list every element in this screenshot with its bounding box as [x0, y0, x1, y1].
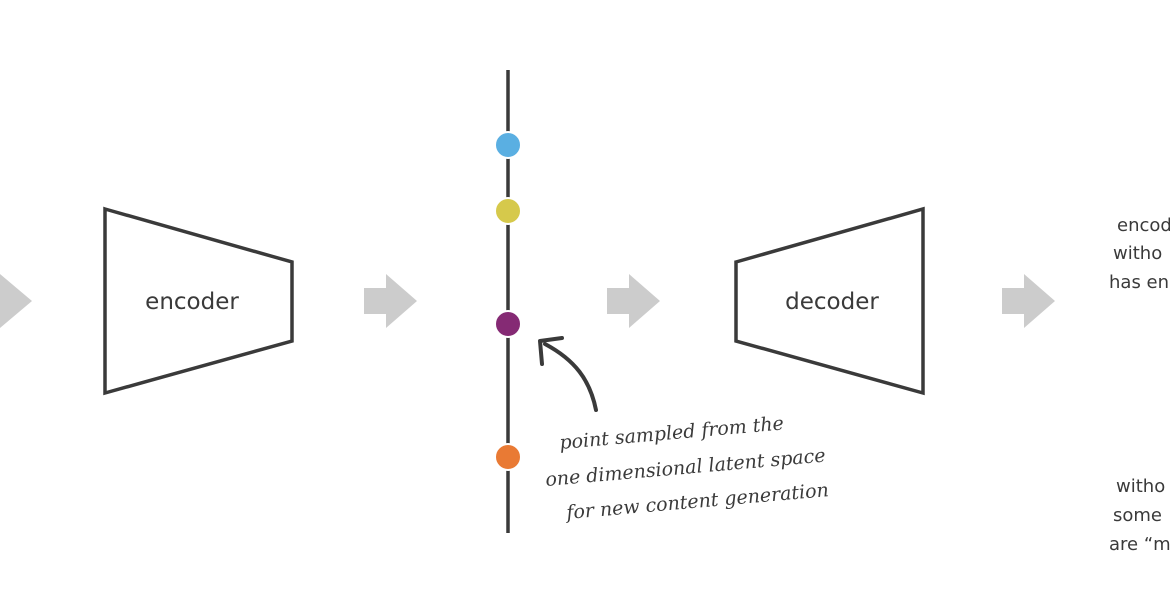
latent-point-orange — [494, 443, 522, 471]
right-text-top-1: encod — [1117, 215, 1170, 236]
right-text-bottom-1: witho — [1116, 476, 1165, 497]
encoder-block — [103, 206, 294, 396]
right-text-bottom-2: some — [1113, 505, 1162, 526]
right-text-bottom-3: are “m — [1109, 534, 1170, 555]
annotation-arrow-head — [538, 336, 564, 366]
annotation-curve-arrow — [543, 342, 598, 412]
encoder-label: encoder — [145, 289, 239, 315]
latent-point-purple — [494, 310, 522, 338]
decoder-block — [734, 206, 925, 396]
right-text-top-2: witho — [1113, 243, 1162, 264]
flow-arrow-latent-to-decoder — [607, 274, 660, 328]
flow-arrow-encoder-to-latent — [364, 274, 417, 328]
left-flow-arrow — [0, 274, 32, 328]
latent-point-blue — [494, 131, 522, 159]
latent-point-yellow — [494, 197, 522, 225]
flow-arrow-decoder-to-output — [1002, 274, 1055, 328]
right-text-top-3: has en — [1109, 272, 1169, 293]
decoder-label: decoder — [785, 289, 879, 315]
annotation-line-1: point sampled from the — [559, 412, 785, 454]
